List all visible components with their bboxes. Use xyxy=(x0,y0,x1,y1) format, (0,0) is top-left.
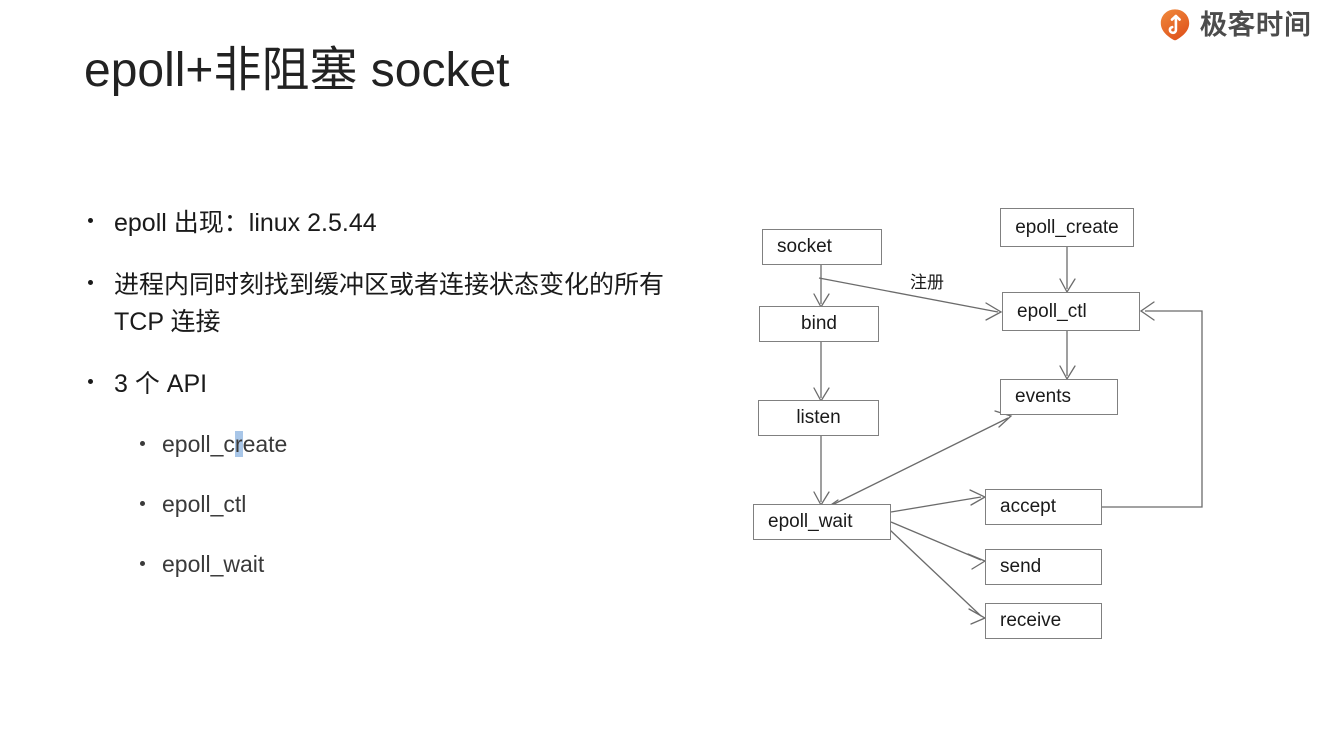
sub-bullet-epoll-wait: epoll_wait xyxy=(84,548,704,580)
bullet-item-three-api: 3 个 API xyxy=(84,366,704,402)
edge-epollwait-accept xyxy=(890,496,982,513)
diagram-edges xyxy=(813,247,1203,625)
bullet-item-buffer-scan: 进程内同时刻找到缓冲区或者连接状态变化的所有 TCP 连接 xyxy=(84,267,704,340)
api-sub-list: epoll_create epoll_ctl epoll_wait xyxy=(84,428,704,581)
bullet-text: 进程内同时刻找到缓冲区或者连接状态变化的所有 TCP 连接 xyxy=(114,271,665,336)
text-selection-highlight: r xyxy=(234,431,243,457)
bullet-dot-icon xyxy=(140,440,145,446)
edge-accept-epollctl xyxy=(1102,310,1203,508)
bullet-dot-icon xyxy=(88,218,93,223)
sub-bullet-text-after: eate xyxy=(242,431,288,457)
node-listen[interactable]: listen xyxy=(758,400,879,436)
brand-name: 极客时间 xyxy=(1200,9,1312,40)
node-events[interactable]: events xyxy=(1000,379,1118,415)
node-socket[interactable]: socket xyxy=(762,229,882,265)
node-send[interactable]: send xyxy=(985,549,1102,585)
sub-bullet-text: epoll_ctl xyxy=(162,491,247,518)
epoll-flow-diagram: socket bind listen epoll_wait epoll_crea… xyxy=(740,190,1220,660)
node-label: bind xyxy=(801,313,837,334)
bullet-dot-icon xyxy=(88,280,93,286)
sub-bullet-epoll-create: epoll_create xyxy=(84,428,704,460)
edge-socket-epollctl xyxy=(818,277,999,313)
bullet-item-epoll-version: epoll 出现：linux 2.5.44 xyxy=(84,205,704,241)
edge-epollwait-send xyxy=(890,521,982,561)
bullet-text: 3 个 API xyxy=(114,369,208,398)
edge-events-epollwait xyxy=(827,417,1009,508)
node-accept[interactable]: accept xyxy=(985,489,1102,525)
bullet-dot-icon xyxy=(140,500,145,506)
sub-bullet-epoll-ctl: epoll_ctl xyxy=(84,488,704,520)
node-label: events xyxy=(1015,386,1071,407)
edge-label-register: 注册 xyxy=(910,273,944,292)
node-label: socket xyxy=(777,236,832,257)
sub-bullet-text: epoll_wait xyxy=(162,551,265,578)
edge-epollwait-receive xyxy=(889,529,982,617)
node-bind[interactable]: bind xyxy=(759,306,879,342)
node-receive[interactable]: receive xyxy=(985,603,1102,639)
node-label: epoll_wait xyxy=(768,511,853,532)
geektime-drop-icon xyxy=(1158,8,1192,42)
page-title: epoll+非阻塞 socket xyxy=(84,44,510,97)
node-label: epoll_create xyxy=(1015,216,1119,238)
node-epoll-wait[interactable]: epoll_wait xyxy=(753,504,891,540)
node-epoll-ctl[interactable]: epoll_ctl xyxy=(1002,292,1140,331)
node-epoll-create[interactable]: epoll_create xyxy=(1000,208,1134,247)
bullet-text: epoll 出现：linux 2.5.44 xyxy=(114,209,377,237)
node-label: epoll_ctl xyxy=(1017,300,1087,322)
bullet-dot-icon xyxy=(88,378,93,384)
node-label: send xyxy=(1000,556,1042,577)
brand-logo: 极客时间 xyxy=(1158,8,1312,42)
node-label: accept xyxy=(1000,496,1056,517)
sub-bullet-text-before: epoll_c xyxy=(162,431,235,457)
bullet-list: epoll 出现：linux 2.5.44 进程内同时刻找到缓冲区或者连接状态变… xyxy=(84,205,704,609)
node-label: listen xyxy=(796,407,841,428)
bullet-dot-icon xyxy=(140,561,145,567)
node-label: receive xyxy=(1000,610,1062,631)
